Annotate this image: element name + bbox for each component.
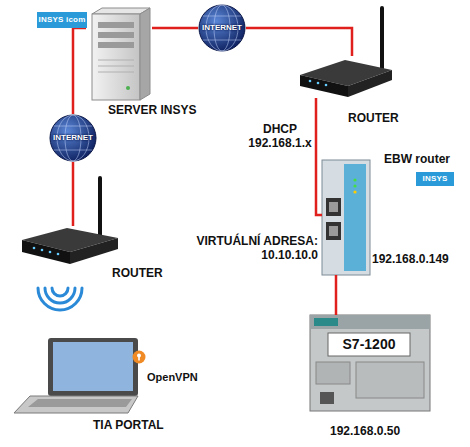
router-front — [22, 240, 70, 264]
globe-text: INTERNET — [198, 4, 246, 52]
globe-parallel — [54, 126, 92, 127]
network-cable — [152, 27, 198, 30]
software-label: OpenVPN — [147, 371, 198, 384]
plc-port — [320, 392, 334, 404]
laptop-lid — [48, 338, 138, 396]
globe-parallel — [203, 40, 241, 41]
internet-globe: INTERNET — [49, 114, 97, 162]
node-label: TIA PORTAL — [93, 418, 164, 432]
server-bay — [98, 22, 134, 28]
server-node: INSYS icomSERVER INSYS — [86, 6, 152, 100]
plc-node: S7-1200192.168.0.50 — [310, 315, 430, 411]
device-led — [353, 190, 356, 193]
laptop-screen — [53, 342, 133, 391]
ebw-device — [322, 160, 370, 275]
ethernet-port — [326, 198, 341, 216]
ethernet-port — [329, 202, 338, 212]
plc-body — [310, 315, 430, 411]
router-node: ROUTER — [20, 226, 120, 266]
plc-module — [316, 362, 350, 384]
router-front — [300, 75, 348, 97]
globe-parallel — [54, 150, 92, 151]
server-icon — [92, 8, 150, 100]
router-antenna — [98, 178, 102, 236]
network-cable — [316, 98, 322, 215]
network-cable — [72, 162, 75, 226]
router-led — [33, 247, 36, 250]
logo-text: INSYS icom — [37, 12, 87, 28]
globe-parallel — [203, 16, 241, 17]
network-cable — [246, 28, 352, 56]
server-bay — [98, 32, 134, 38]
laptop-keyboard — [28, 399, 132, 407]
router-node: ROUTER — [298, 56, 392, 98]
server-front — [92, 14, 140, 100]
laptop-node: OpenVPNTIA PORTAL — [12, 336, 142, 414]
server-line — [98, 66, 134, 67]
ebw-router-node: EBW routerINSYS — [322, 160, 370, 275]
plc-top — [310, 315, 430, 329]
server-line — [98, 60, 134, 61]
openvpn-logo — [133, 351, 146, 364]
router-icon — [300, 8, 392, 97]
plc-label-area — [328, 333, 410, 356]
wifi-arc — [52, 288, 68, 296]
connection-label: DHCP 192.168.1.x — [244, 122, 316, 151]
router-led — [309, 80, 312, 83]
router-led — [49, 251, 52, 254]
router-side — [348, 70, 392, 97]
node-label: EBW router — [384, 152, 450, 166]
device-panel — [344, 164, 366, 271]
wifi-arc — [38, 288, 82, 310]
logo-circle — [133, 351, 146, 364]
globe-circle — [199, 5, 245, 51]
ip-address: 192.168.0.50 — [330, 424, 400, 438]
server-bay — [98, 42, 134, 48]
globe-text: INTERNET — [49, 114, 97, 162]
device-led — [353, 178, 356, 181]
router-icon — [22, 178, 118, 264]
server-line — [98, 72, 134, 73]
node-label: ROUTER — [348, 111, 399, 125]
laptop-icon — [14, 338, 138, 413]
server-side — [140, 8, 150, 100]
plc-badge — [314, 318, 338, 326]
router-led — [317, 82, 320, 85]
network-cable — [73, 28, 86, 114]
logo-text: INSYS — [416, 172, 454, 186]
ethernet-port — [326, 222, 341, 240]
router-led — [325, 84, 328, 87]
node-label: ROUTER — [112, 266, 163, 280]
plc-module — [356, 362, 424, 398]
router-led — [57, 253, 60, 256]
node-label: SERVER INSYS — [108, 103, 196, 117]
router-led — [41, 249, 44, 252]
device-body — [322, 160, 370, 275]
internet-globe: INTERNET — [198, 4, 246, 52]
plc-device — [310, 315, 430, 411]
server-led — [126, 86, 130, 90]
laptop-base — [14, 396, 138, 413]
device-led — [353, 184, 356, 187]
wifi-arc — [45, 288, 75, 303]
address-note: VIRTUÁLNÍ ADRESA: 10.10.10.0 — [196, 234, 318, 263]
ip-address: 192.168.0.149 — [372, 252, 449, 266]
ethernet-port — [329, 226, 338, 236]
device-label: S7-1200 — [328, 336, 410, 353]
logo-keyhole — [138, 356, 140, 361]
router-side — [70, 238, 118, 264]
network-cable — [335, 275, 338, 315]
wifi-symbol — [38, 288, 82, 310]
router-antenna — [380, 8, 384, 70]
globe-circle — [50, 115, 96, 161]
